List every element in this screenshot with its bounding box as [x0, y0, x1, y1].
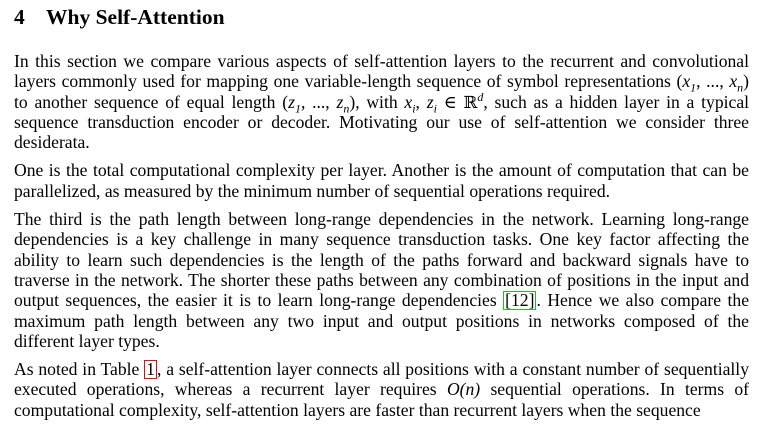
paragraph-3-text-a: The third is the path length between lon…	[14, 209, 749, 311]
paragraph-3-text-b: . Hence we also compare the maximum path…	[14, 290, 749, 351]
math-membership: xi, zi ∈ ℝd	[404, 89, 484, 116]
paragraph-4-text-b: , a self-attention layer connects all po…	[14, 359, 749, 400]
paragraph-1-text-d: , such as a hidden layer in a typical se…	[14, 91, 750, 153]
paragraph-3: The third is the path length between lon…	[14, 209, 749, 351]
paragraph-1-text-a: In this section we compare various aspec…	[14, 51, 749, 92]
paragraph-4: As noted in Table 1, a self-attention la…	[14, 359, 749, 420]
paragraph-4-text-c: sequential operations. In terms of compu…	[14, 379, 749, 420]
paragraph-1: In this section we compare various aspec…	[14, 51, 749, 152]
math-output-sequence: (z1, ..., zn)	[282, 91, 356, 116]
citation-link[interactable]: [12]	[503, 290, 537, 311]
paper-page: 4 Why Self-Attention In this section we c…	[14, 4, 749, 428]
table-reference-link[interactable]: 1	[144, 359, 157, 380]
section-heading: 4 Why Self-Attention	[14, 4, 749, 30]
paragraph-2: One is the total computational complexit…	[14, 160, 749, 201]
section-number: 4	[14, 5, 25, 29]
paragraph-1-text-c: , with	[355, 91, 405, 112]
math-input-sequence: (x1, ..., xn)	[676, 71, 750, 95]
paragraph-4-text-a: As noted in Table	[14, 359, 145, 380]
paragraph-1-text-b: to another sequence of equal length	[14, 91, 283, 112]
math-complexity: O(n)	[446, 379, 481, 400]
section-title: Why Self-Attention	[46, 5, 225, 29]
